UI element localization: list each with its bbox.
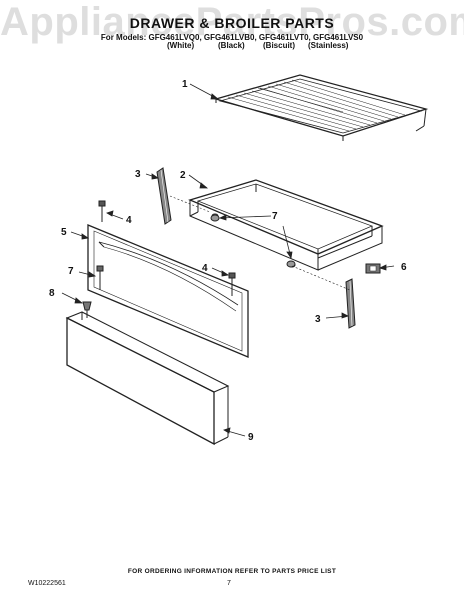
callout-1: 1 <box>182 79 188 90</box>
callout-7-upper: 7 <box>272 211 278 222</box>
page-number: 7 <box>227 580 231 587</box>
callout-9: 9 <box>248 432 254 443</box>
screw-lower <box>228 272 236 296</box>
document-number: W10222561 <box>28 580 66 587</box>
callout-2: 2 <box>180 170 186 181</box>
broiler-panel <box>65 311 230 446</box>
callout-3-upper: 3 <box>135 169 141 180</box>
ordering-info: FOR ORDERING INFORMATION REFER TO PARTS … <box>127 568 337 575</box>
variant-biscuit: (Biscuit) <box>263 41 295 50</box>
model-variants: (White) (Black) (Biscuit) (Stainless) <box>0 41 464 53</box>
fastener-drawer <box>210 214 220 222</box>
variant-white: (White) <box>167 41 195 50</box>
drawer-slide-upper <box>156 167 172 225</box>
model-list: For Models: GFG461LVQ0, GFG461LVB0, GFG4… <box>100 33 364 42</box>
callout-8: 8 <box>49 288 55 299</box>
callout-3-lower: 3 <box>315 314 321 325</box>
stop-bracket <box>365 263 381 274</box>
variant-black: (Black) <box>218 41 245 50</box>
callout-numbers: 1 2 3 4 5 7 4 7 6 8 3 9 <box>49 79 407 443</box>
callout-6: 6 <box>401 262 407 273</box>
drawer-slide-lower <box>345 278 356 329</box>
fastener-rear <box>286 260 296 268</box>
drawer-front-frame <box>87 224 249 358</box>
screw-upper <box>98 200 106 222</box>
callout-7-lower: 7 <box>68 266 74 277</box>
fastener-left <box>96 265 104 290</box>
callout-5: 5 <box>61 227 67 238</box>
drawer-pan <box>188 179 384 271</box>
page-title: DRAWER & BROILER PARTS <box>129 15 335 31</box>
alignment-lines <box>169 195 351 291</box>
variant-stainless: (Stainless) <box>308 41 349 50</box>
clip <box>82 301 92 318</box>
callout-4-upper: 4 <box>126 215 132 226</box>
callout-4-lower: 4 <box>202 263 208 274</box>
leader-lines <box>61 83 395 437</box>
oven-rack <box>213 74 429 141</box>
